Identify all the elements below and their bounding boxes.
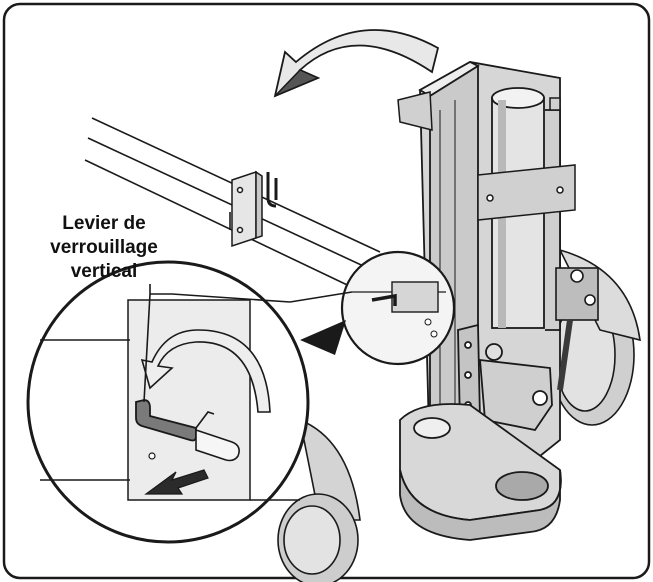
- magnifier-connector-line: [289, 291, 353, 303]
- callout-label: Levier de verrouillage vertical: [24, 212, 184, 284]
- callout-line-1: Levier de: [62, 213, 146, 234]
- base-plate: [399, 403, 562, 541]
- cylinder-brackets: [397, 91, 576, 221]
- control-valve: [555, 267, 599, 391]
- callout-line-3: vertical: [70, 261, 138, 282]
- magnifier-connector: [300, 320, 346, 355]
- callout-line-2: verrouillage: [50, 237, 158, 258]
- wheel-left: [277, 418, 361, 582]
- magnifier-detail: [26, 260, 310, 544]
- locking-lever-handle: [135, 399, 197, 442]
- rotation-arrow-top: [273, 29, 440, 98]
- pull-direction-arrow: [144, 469, 209, 495]
- lever-rotation-arrow: [140, 329, 271, 413]
- detail-marker-circle: [340, 250, 456, 366]
- callout-leader-lines: [143, 284, 291, 403]
- splitting-wedge: [457, 323, 553, 431]
- rotation-arrow-top-shade: [274, 69, 320, 97]
- rail-bracket: [231, 170, 278, 248]
